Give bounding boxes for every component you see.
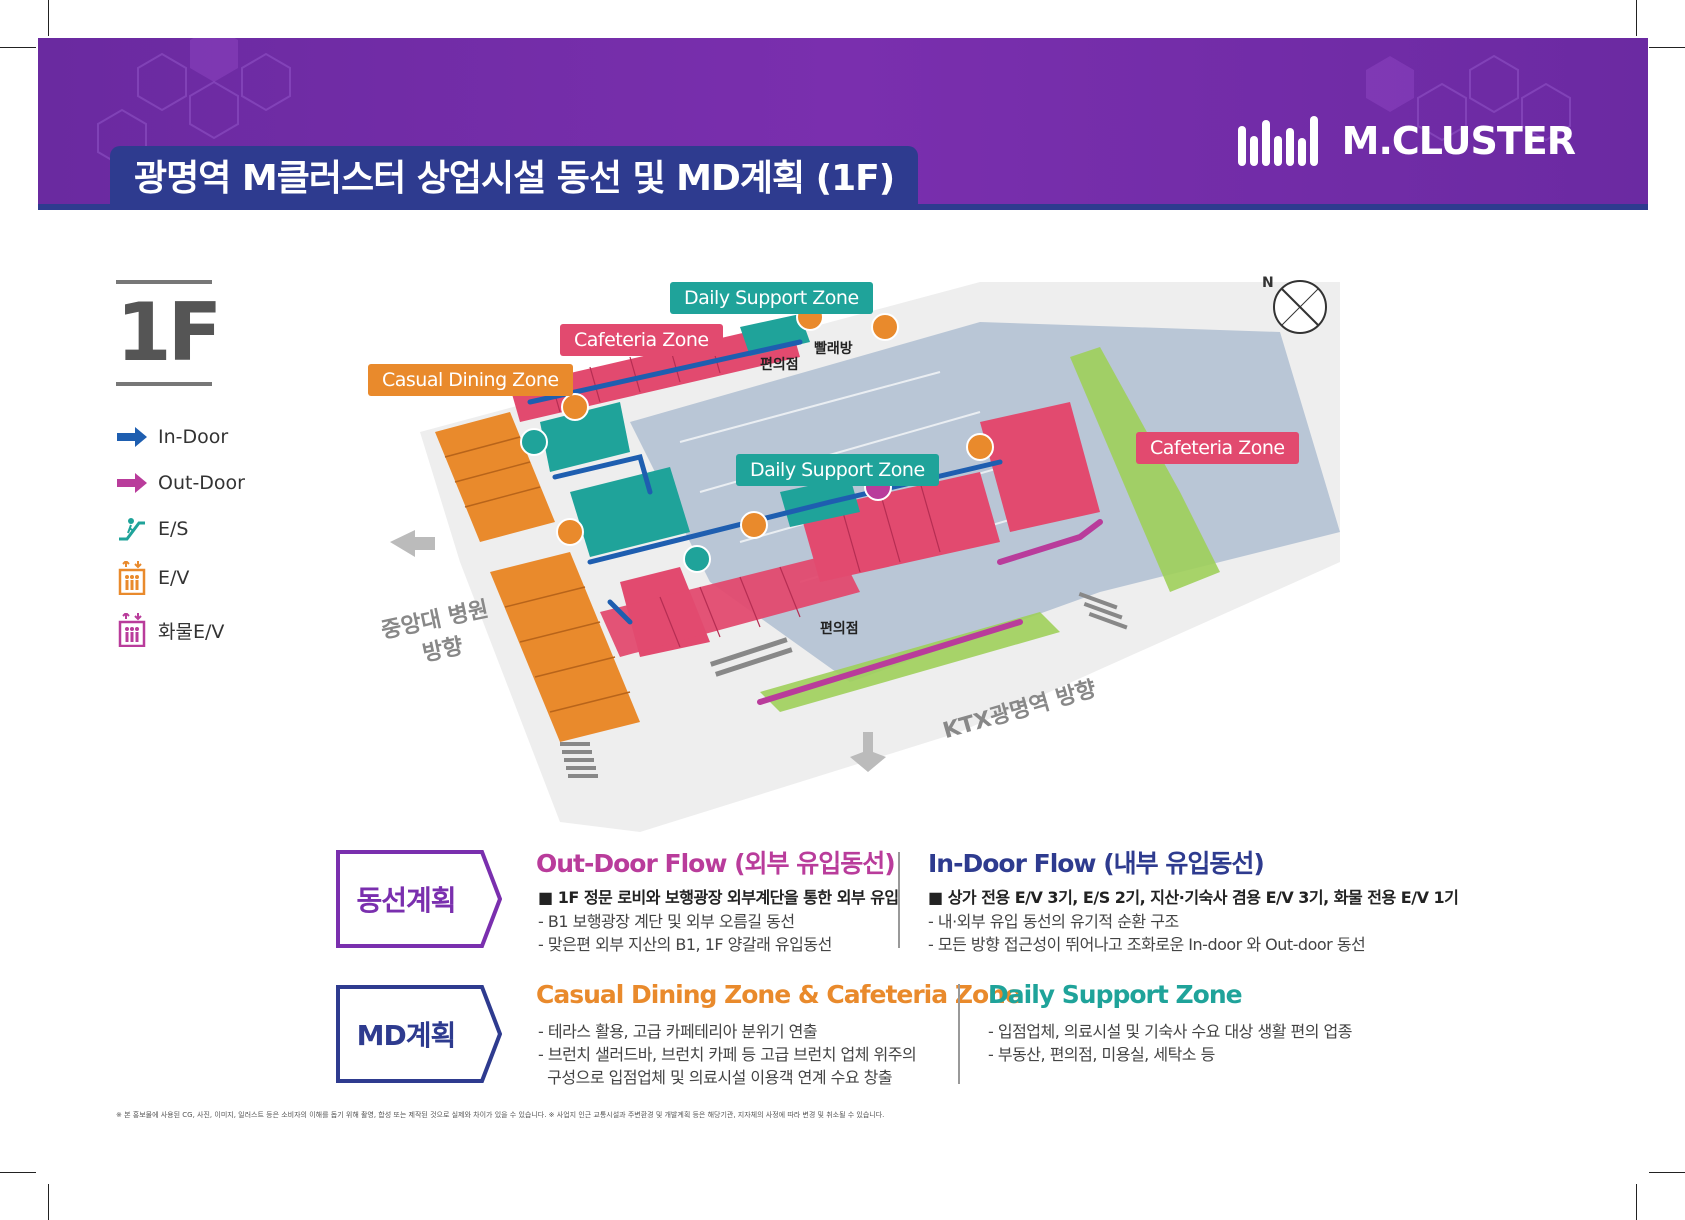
legend-label: E/S (158, 518, 189, 540)
zone-label-daily-top: Daily Support Zone (670, 282, 873, 314)
section-divider (898, 852, 900, 948)
daily-zone-line: - 입점업체, 의료시설 및 기숙사 수요 대상 생활 편의 업종 (988, 1022, 1352, 1041)
map-label-convenience-bottom: 편의점 (820, 621, 859, 637)
hexagon-pattern (97, 38, 1571, 168)
crop-mark (0, 47, 36, 48)
indoor-flow-title: In-Door Flow (내부 유입동선) (928, 849, 1265, 878)
indoor-flow-line: - 모든 방향 접근성이 뛰어나고 조화로운 In-door 와 Out-doo… (928, 935, 1366, 954)
legend-label: E/V (158, 567, 190, 589)
outdoor-flow-title: Out-Door Flow (외부 유입동선) (536, 849, 896, 878)
logo-text: M.CLUSTER (1341, 119, 1576, 163)
crop-mark (1636, 0, 1637, 36)
flow-plan-label-box: 동선계획 (336, 850, 502, 948)
floor-label: 1F (116, 280, 222, 386)
daily-zone-line: - 부동산, 편의점, 미용실, 세탁소 등 (988, 1045, 1215, 1064)
legend-label: Out-Door (158, 472, 245, 494)
crop-mark (1636, 1184, 1637, 1220)
map-label-laundry: 빨래방 (814, 341, 853, 357)
dining-zone-line: - 브런치 샐러드바, 브런치 카페 등 고급 브런치 업체 위주의 (538, 1045, 917, 1064)
outdoor-flow-line: - 맞은편 외부 지산의 B1, 1F 양갈래 유입동선 (538, 935, 832, 954)
floor-number: 1F (116, 286, 222, 379)
legend-item-elevator: E/V (116, 558, 245, 598)
flow-plan-label: 동선계획 (356, 884, 456, 917)
outdoor-flow-line: - B1 보행광장 계단 및 외부 오름길 동선 (538, 912, 795, 931)
chevron-box-frame (336, 985, 502, 1083)
magenta-arrow-icon (117, 473, 147, 493)
legend-item-freight-elevator: 화물E/V (116, 610, 245, 650)
escalator-icon (119, 518, 145, 541)
zone-label-daily-center: Daily Support Zone (736, 454, 939, 486)
legend-item-escalator: E/S (116, 512, 245, 546)
section-divider (958, 984, 960, 1084)
crop-mark (1649, 1172, 1685, 1173)
floor-plan-illustration: N (390, 275, 1340, 832)
md-plan-label-box: MD계획 (336, 985, 502, 1083)
daily-zone-title: Daily Support Zone (988, 980, 1243, 1009)
zone-label-cafeteria-top: Cafeteria Zone (560, 324, 723, 356)
dining-zone-title: Casual Dining Zone & Cafeteria Zone (536, 980, 1022, 1009)
indoor-flow-bullet-text: 상가 전용 E/V 3기, E/S 2기, 지산·기숙사 겸용 E/V 3기, … (947, 888, 1459, 907)
m-cluster-logo-icon (1237, 116, 1318, 166)
freight-elevator-icon (118, 613, 146, 647)
elevator-icon (118, 561, 146, 595)
footnote: ※ 본 홍보물에 사용된 CG, 사진, 이미지, 일러스트 등은 소비자의 이… (116, 1111, 885, 1119)
outdoor-flow-bullet-text: 1F 정문 로비와 보행광장 외부계단을 통한 외부 유입 (557, 888, 899, 907)
crop-mark (0, 1172, 36, 1173)
zone-label-casual-dining: Casual Dining Zone (368, 364, 573, 396)
page-title-tab: 광명역 M클러스터 상업시설 동선 및 MD계획 (1F) (110, 146, 919, 204)
md-plan-label: MD계획 (356, 1019, 457, 1052)
blue-arrow-icon (117, 427, 147, 447)
logo: M.CLUSTER (1237, 116, 1576, 166)
legend-item-outdoor: Out-Door (116, 466, 245, 500)
page-title: 광명역 M클러스터 상업시설 동선 및 MD계획 (1F) (134, 158, 895, 199)
dining-zone-line: 구성으로 입점업체 및 의료시설 이용객 연계 수요 창출 (538, 1068, 893, 1087)
banner-stripe (38, 204, 1648, 210)
crop-mark (48, 1184, 49, 1220)
legend-item-indoor: In-Door (116, 420, 245, 454)
floor-plan-map: N Daily Support Zone Cafeteria Zone Casu… (368, 262, 1360, 836)
crop-mark (1649, 47, 1685, 48)
legend: In-Door Out-Door E/S E/V 화물E/V (116, 420, 245, 662)
zone-label-cafeteria-right: Cafeteria Zone (1136, 432, 1299, 464)
indoor-flow-line: - 내·외부 유입 동선의 유기적 순환 구조 (928, 912, 1179, 931)
indoor-flow-bullet: ■ 상가 전용 E/V 3기, E/S 2기, 지산·기숙사 겸용 E/V 3기… (928, 888, 1459, 907)
outdoor-flow-bullet: ■ 1F 정문 로비와 보행광장 외부계단을 통한 외부 유입 (538, 888, 899, 907)
chevron-box-frame (336, 850, 502, 948)
legend-label: In-Door (158, 426, 229, 448)
legend-label: 화물E/V (158, 620, 225, 643)
dining-zone-line: - 테라스 활용, 고급 카페테리아 분위기 연출 (538, 1022, 818, 1041)
crop-mark (48, 0, 49, 36)
map-label-convenience-top: 편의점 (760, 357, 799, 373)
svg-text:N: N (1262, 275, 1274, 291)
